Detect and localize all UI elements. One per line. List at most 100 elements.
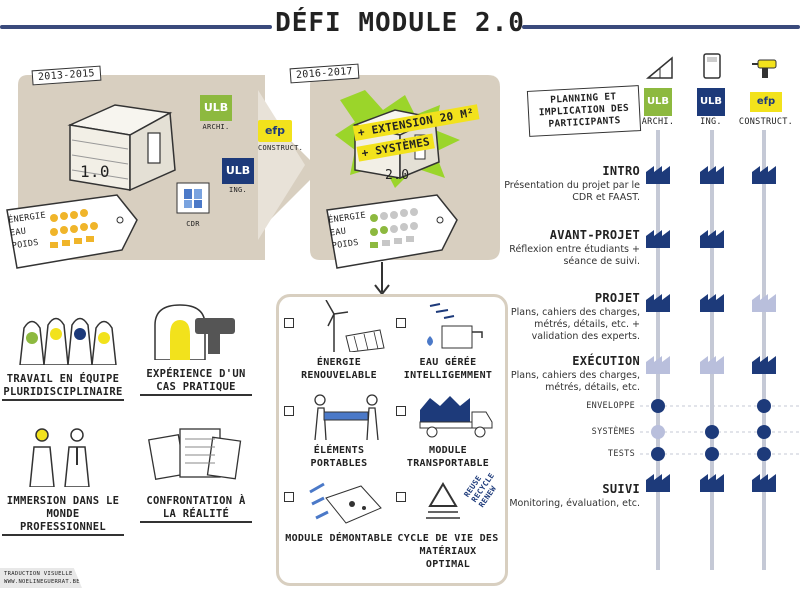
factory-marker (646, 356, 670, 374)
col-archi: ULB ARCHI. (628, 88, 688, 128)
partner-cdr: CDR (176, 182, 210, 230)
checklist-demountable-caption: MODULE DÉMONTABLE (285, 533, 393, 544)
team-icon (19, 317, 117, 366)
professionals-icon (29, 428, 90, 488)
card-reality-caption: CONFRONTATION À LA RÉALITÉ (140, 495, 252, 523)
tag-1-shape (6, 194, 138, 269)
factory-marker (752, 294, 776, 312)
planning-lines (640, 130, 800, 570)
subrow-systemes: SYSTÈMES (591, 427, 635, 437)
phase-execution-desc: Plans, cahiers des charges, métrés, déta… (510, 370, 640, 393)
page-title: DÉFI MODULE 2.0 (275, 8, 525, 38)
dot-marker (705, 447, 719, 461)
card-team-caption: TRAVAIL EN ÉQUIPE PLURIDISCIPLINAIRE (2, 373, 124, 401)
dot-marker (651, 425, 665, 439)
card-immersion: IMMERSION DANS LE MONDE PROFESSIONNEL (2, 425, 124, 536)
footer-credit: TRADUCTION VISUELLE WWW.NOELINEGUERRAT.B… (0, 568, 82, 588)
col-archi-logo: ULB (644, 88, 672, 116)
house-1-icon (67, 104, 176, 192)
ulb-archi-logo: ULB (200, 95, 232, 121)
factory-marker (752, 474, 776, 492)
wind-solar-icon (325, 299, 385, 353)
checkbox-lifecycle (396, 492, 406, 502)
phase-intro-title: INTRO (602, 164, 640, 178)
subrow-tests: TESTS (607, 449, 635, 459)
dot-marker (651, 447, 665, 461)
people-carrying-icon (314, 394, 379, 441)
card-team: TRAVAIL EN ÉQUIPE PLURIDISCIPLINAIRE (2, 300, 124, 401)
factory-marker (700, 294, 724, 312)
col-construct: efp CONSTRUCT. (734, 92, 798, 128)
checklist-water-caption: EAU GÉRÉE INTELLIGEMMENT (403, 357, 493, 381)
partner-ulb-archi: ULB ARCHI. (200, 95, 232, 133)
tag-1-text: ÉNERGIE EAU POIDS (7, 210, 50, 254)
factory-marker (700, 230, 724, 248)
checklist-demountable: MODULE DÉMONTABLE (284, 478, 394, 545)
dot-marker (705, 425, 719, 439)
checklist-water: EAU GÉRÉE INTELLIGEMMENT (396, 300, 500, 382)
parts-icon (309, 482, 382, 524)
phase-suivi-title: SUIVI (602, 482, 640, 496)
phase-avantprojet-desc: Réflexion entre étudiants + séance de su… (509, 244, 640, 267)
factory-marker (700, 166, 724, 184)
efp-logo: efp (258, 120, 292, 142)
title-rule-left (0, 25, 272, 29)
factory-marker (646, 294, 670, 312)
factory-marker (646, 230, 670, 248)
col-construct-logo: efp (750, 92, 782, 112)
truck-icon (419, 396, 493, 438)
footer-line-2: WWW.NOELINEGUERRAT.BE (4, 579, 80, 585)
dot-marker (651, 399, 665, 413)
col-ing-logo: ULB (697, 88, 725, 116)
checklist-transport-caption: MODULE TRANSPORTABLE (406, 445, 490, 469)
checklist-portable: ÉLÉMENTS PORTABLES (284, 392, 394, 470)
phase-markers (646, 166, 776, 492)
phase-projet-title: PROJET (594, 291, 640, 305)
checkbox-transport (396, 406, 406, 416)
phase-avantprojet-title: AVANT-PROJET (549, 228, 640, 242)
ulb-archi-sub: ARCHI. (202, 123, 230, 131)
checkbox-demountable (284, 492, 294, 502)
water-tap-icon (427, 303, 483, 349)
phase-intro-desc: Présentation du projet par le CDR et FAA… (504, 180, 640, 203)
calculator-icon (703, 53, 721, 79)
factory-marker (752, 166, 776, 184)
ruler-icon (646, 56, 673, 79)
checklist-lifecycle-caption: CYCLE DE VIE DES MATÉRIAUX OPTIMAL (397, 533, 499, 570)
house-1-label: 1.0 (80, 162, 110, 181)
card-immersion-caption: IMMERSION DANS LE MONDE PROFESSIONNEL (2, 495, 124, 536)
recycle-icon (426, 482, 460, 519)
ulb-ing-sub: ING. (228, 186, 248, 194)
cdr-sub: CDR (186, 220, 200, 228)
documents-icon (148, 428, 242, 481)
title-rule-right (522, 25, 800, 29)
card-practice: EXPÉRIENCE D'UN CAS PRATIQUE (140, 300, 252, 400)
phase-execution-title: EXÉCUTION (572, 354, 640, 368)
partner-efp: efp CONSTRUCT. (258, 120, 303, 154)
checklist-transport: MODULE TRANSPORTABLE (396, 392, 500, 470)
factory-marker (752, 356, 776, 374)
partner-ulb-ing: ULB ING. (222, 158, 254, 196)
card-practice-caption: EXPÉRIENCE D'UN CAS PRATIQUE (140, 368, 252, 396)
factory-marker (700, 474, 724, 492)
checklist-energy-caption: ÉNERGIE RENOUVELABLE (301, 357, 377, 381)
dot-marker (757, 399, 771, 413)
checkbox-portable (284, 406, 294, 416)
tag-2-text: ÉNERGIE EAU POIDS (327, 210, 370, 254)
col-ing-sub: ING. (700, 117, 722, 127)
card-reality: CONFRONTATION À LA RÉALITÉ (140, 425, 252, 525)
col-construct-sub: CONSTRUCT. (738, 117, 794, 127)
efp-sub: CONSTRUCT. (258, 144, 304, 152)
checklist-portable-caption: ÉLÉMENTS PORTABLES (310, 445, 368, 469)
drill-small-icon (752, 59, 777, 78)
ulb-ing-logo: ULB (222, 158, 254, 184)
arrow-down-icon (374, 262, 390, 296)
dot-marker (757, 447, 771, 461)
factory-marker (646, 474, 670, 492)
house-2-label: 2.0 (385, 168, 410, 183)
checklist-frame (276, 294, 508, 586)
dot-marker (757, 425, 771, 439)
checklist-energy: ÉNERGIE RENOUVELABLE (284, 299, 394, 382)
phase-suivi-desc: Monitoring, évaluation, etc. (509, 498, 640, 509)
cdr-logo-icon (176, 182, 210, 214)
